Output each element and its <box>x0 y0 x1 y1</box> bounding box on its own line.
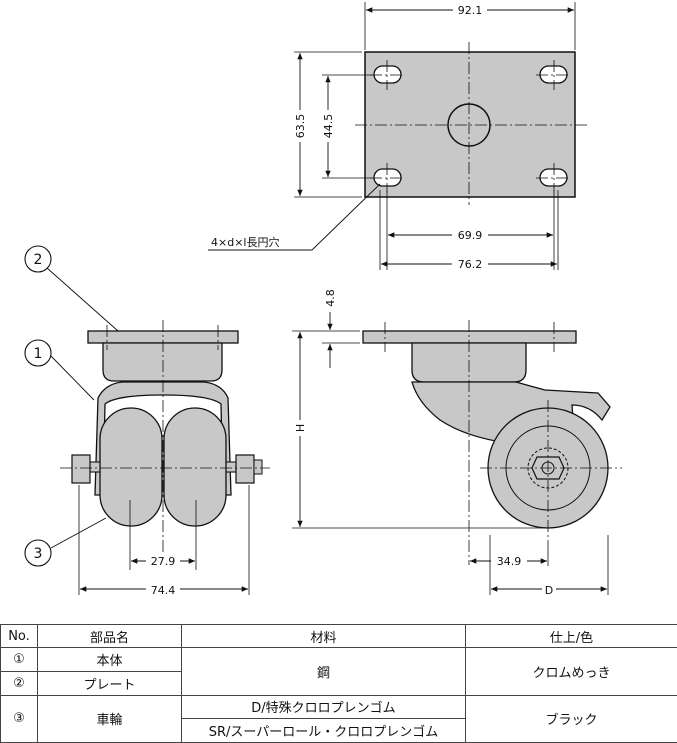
row-no: ① <box>0 647 38 672</box>
table-row: ② プレート <box>0 670 677 696</box>
slot-hole <box>539 65 568 84</box>
table-row: ③ 車輪 D/特殊クロロプレンゴム ブラック <box>0 694 677 743</box>
wheel-right <box>163 407 227 527</box>
header-material: 材料 <box>181 624 466 648</box>
side-plate <box>362 330 577 344</box>
callout-3: 3 <box>34 546 43 562</box>
table-row: SR/スーパーロール・クロロプレンゴム <box>1 718 677 743</box>
material-wheel-sr: SR/スーパーロール・クロロプレンゴム <box>181 718 466 743</box>
dim-plate-depth: 63.5 <box>294 114 307 139</box>
slot-note: 4×d×l長円穴 <box>211 235 279 249</box>
table-header-row: No. 部品名 材料 仕上/色 <box>0 624 677 648</box>
row-part: 車輪 <box>37 694 182 743</box>
wheel-left <box>99 407 163 527</box>
dim-overall-width: 74.4 <box>151 584 176 597</box>
callout-2: 2 <box>34 252 43 268</box>
finish-chrome: クロムめっき <box>465 647 677 696</box>
row-no: ③ <box>0 694 38 743</box>
slot-hole <box>373 168 402 187</box>
dim-hole-pitch-x-outer: 76.2 <box>458 258 483 271</box>
finish-black: ブラック <box>465 694 677 743</box>
slot-hole <box>373 65 402 84</box>
dim-plate-thickness: 4.8 <box>324 289 337 307</box>
dim-offset: 34.9 <box>497 555 522 568</box>
material-steel: 鋼 <box>181 647 466 696</box>
row-part: プレート <box>37 670 182 696</box>
dim-plate-width: 92.1 <box>458 4 483 17</box>
slot-hole <box>539 168 568 187</box>
side-view: 4.8 H 34.9 D <box>292 286 622 597</box>
material-wheel-d: D/特殊クロロプレンゴム <box>181 694 466 720</box>
front-body-top <box>102 342 223 382</box>
dim-hole-pitch-y: 44.5 <box>322 114 335 139</box>
row-part: 本体 <box>37 647 182 672</box>
nut-right <box>235 454 255 484</box>
header-finish: 仕上/色 <box>465 624 677 648</box>
header-part-name: 部品名 <box>37 624 182 648</box>
caster-drawing: 92.1 63.5 44.5 69.9 76.2 4×d×l長円穴 <box>24 2 622 597</box>
top-view: 92.1 63.5 44.5 69.9 76.2 4×d×l長円穴 <box>208 2 587 271</box>
dim-height: H <box>294 424 307 432</box>
callout-1: 1 <box>34 346 43 362</box>
nut-left <box>71 454 91 484</box>
dim-wheel-gap: 27.9 <box>151 555 176 568</box>
row-no: ② <box>0 670 38 696</box>
front-view: 27.9 74.4 2 1 3 <box>24 245 270 597</box>
table-row: ① 本体 鋼 クロムめっき <box>0 647 677 696</box>
parts-table: No. 部品名 材料 仕上/色 ① 本体 鋼 クロムめっき ② プレート ③ 車… <box>0 624 677 743</box>
header-no: No. <box>0 624 38 648</box>
dim-hole-pitch-x-inner: 69.9 <box>458 229 483 242</box>
dim-diameter: D <box>545 584 553 597</box>
